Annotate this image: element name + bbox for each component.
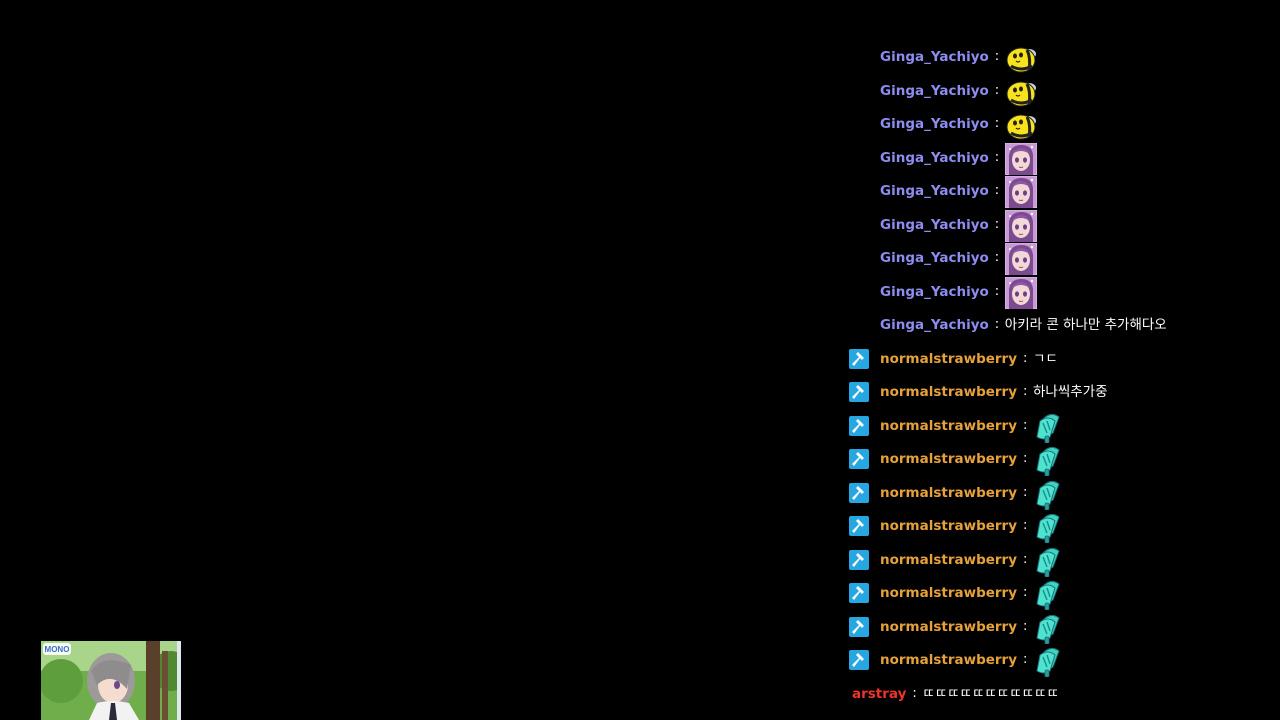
bee-emote xyxy=(1005,109,1037,141)
chat-message: Ginga_Yachiyo: xyxy=(846,40,1266,74)
webcam-logo: MONO xyxy=(45,645,70,654)
chat-username[interactable]: normalstrawberry xyxy=(880,451,1018,467)
chat-separator: : xyxy=(994,317,1000,332)
chat-message: Ginga_Yachiyo: xyxy=(846,208,1266,242)
anime-girl-emote xyxy=(1004,209,1038,242)
chat-message: Ginga_Yachiyo: xyxy=(846,141,1266,175)
chat-username[interactable]: normalstrawberry xyxy=(880,518,1018,534)
chat-message-text: ㄱㄷ xyxy=(1033,350,1058,367)
chat-separator: : xyxy=(1023,652,1028,667)
anime-girl-emote xyxy=(1004,142,1038,175)
moderator-sword-icon xyxy=(849,583,869,603)
moderator-sword-icon xyxy=(849,549,869,570)
chat-username[interactable]: normalstrawberry xyxy=(880,585,1018,601)
chat-separator: : xyxy=(1023,350,1028,366)
popsicle-emote xyxy=(1033,411,1065,443)
chat-username[interactable]: normalstrawberry xyxy=(880,384,1018,400)
chat-message: arstray: ㄸㄸㄸㄸㄸㄸㄸㄸㄸㄸㄸ xyxy=(846,677,1266,711)
chat-message: normalstrawberry: xyxy=(846,409,1266,443)
chat-username[interactable]: normalstrawberry xyxy=(880,350,1018,367)
chat-username[interactable]: Ginga_Yachiyo xyxy=(880,283,989,300)
moderator-sword-icon xyxy=(849,616,869,637)
chat-separator: : xyxy=(1023,551,1028,567)
chat-username[interactable]: Ginga_Yachiyo xyxy=(880,250,989,266)
chat-separator: : xyxy=(994,250,1000,265)
popsicle-emote xyxy=(1033,578,1065,611)
chat-username[interactable]: normalstrawberry xyxy=(880,551,1018,568)
chat-overlay: Ginga_Yachiyo:Ginga_Yachiyo:Ginga_Yachiy… xyxy=(846,40,1266,720)
chat-username[interactable]: normalstrawberry xyxy=(880,417,1018,434)
chat-message: normalstrawberry: xyxy=(846,576,1266,611)
chat-message: normalstrawberry: 하나씩추가중 xyxy=(846,375,1266,409)
chat-separator: : xyxy=(994,49,1000,64)
chat-message-text: ㄸㄸㄸㄸㄸㄸㄸㄸㄸㄸㄸ xyxy=(922,685,1060,702)
webcam-thumbnail: MONO xyxy=(41,641,181,720)
chat-separator: : xyxy=(912,685,917,701)
chat-message: Ginga_Yachiyo: xyxy=(846,174,1266,209)
chat-separator: : xyxy=(994,116,1000,131)
anime-girl-emote xyxy=(1004,242,1038,276)
chat-username[interactable]: Ginga_Yachiyo xyxy=(880,49,989,65)
popsicle-emote xyxy=(1033,511,1065,544)
chat-username[interactable]: normalstrawberry xyxy=(880,652,1018,668)
anime-character-image: MONO xyxy=(41,641,181,720)
chat-username[interactable]: Ginga_Yachiyo xyxy=(880,149,989,166)
chat-separator: : xyxy=(994,283,1000,299)
chat-separator: : xyxy=(1023,518,1028,533)
chat-message: Ginga_Yachiyo: xyxy=(846,107,1266,141)
chat-message: normalstrawberry: xyxy=(846,643,1266,678)
anime-girl-emote xyxy=(1004,276,1038,309)
chat-username[interactable]: Ginga_Yachiyo xyxy=(880,317,989,333)
moderator-sword-icon xyxy=(849,650,869,670)
chat-message: normalstrawberry: ㄱㄷ xyxy=(846,342,1266,376)
chat-username[interactable]: arstray xyxy=(852,685,907,702)
moderator-sword-icon xyxy=(849,382,869,402)
chat-message: normalstrawberry: xyxy=(846,476,1266,510)
moderator-sword-icon xyxy=(849,516,869,536)
moderator-sword-icon xyxy=(849,348,869,369)
popsicle-emote xyxy=(1033,612,1065,644)
chat-separator: : xyxy=(1023,618,1028,634)
popsicle-emote xyxy=(1033,478,1065,510)
chat-username[interactable]: normalstrawberry xyxy=(880,484,1018,501)
chat-message: normalstrawberry: xyxy=(846,610,1266,644)
moderator-sword-icon xyxy=(849,449,869,469)
chat-message: normalstrawberry: xyxy=(846,543,1266,577)
chat-separator: : xyxy=(1023,384,1028,399)
chat-message: normalstrawberry: xyxy=(846,509,1266,544)
chat-message: Ginga_Yachiyo: xyxy=(846,241,1266,276)
chat-username[interactable]: Ginga_Yachiyo xyxy=(880,183,989,199)
popsicle-emote xyxy=(1033,545,1065,577)
chat-message: Ginga_Yachiyo: 아키라 콘 하나만 추가해다오 xyxy=(846,308,1266,342)
chat-separator: : xyxy=(994,183,1000,198)
chat-separator: : xyxy=(1023,451,1028,466)
chat-separator: : xyxy=(1023,417,1028,433)
moderator-sword-icon xyxy=(849,482,869,503)
chat-username[interactable]: normalstrawberry xyxy=(880,618,1018,635)
chat-separator: : xyxy=(994,149,1000,165)
bee-emote xyxy=(1005,76,1037,108)
chat-message: Ginga_Yachiyo: xyxy=(846,74,1266,108)
chat-message-text: 하나씩추가중 xyxy=(1033,384,1108,400)
chat-username[interactable]: Ginga_Yachiyo xyxy=(880,216,989,233)
chat-message: normalstrawberry: xyxy=(846,442,1266,477)
popsicle-emote xyxy=(1033,444,1065,477)
chat-message-text: 아키라 콘 하나만 추가해다오 xyxy=(1004,317,1167,333)
bee-emote xyxy=(1005,42,1037,74)
chat-message: Ginga_Yachiyo: xyxy=(846,275,1266,309)
anime-girl-emote xyxy=(1004,175,1038,209)
popsicle-emote xyxy=(1033,645,1065,678)
chat-separator: : xyxy=(1023,585,1028,600)
chat-username[interactable]: Ginga_Yachiyo xyxy=(880,82,989,99)
chat-separator: : xyxy=(1023,484,1028,500)
moderator-sword-icon xyxy=(849,415,869,436)
chat-username[interactable]: Ginga_Yachiyo xyxy=(880,116,989,132)
chat-separator: : xyxy=(994,82,1000,98)
chat-separator: : xyxy=(994,216,1000,232)
